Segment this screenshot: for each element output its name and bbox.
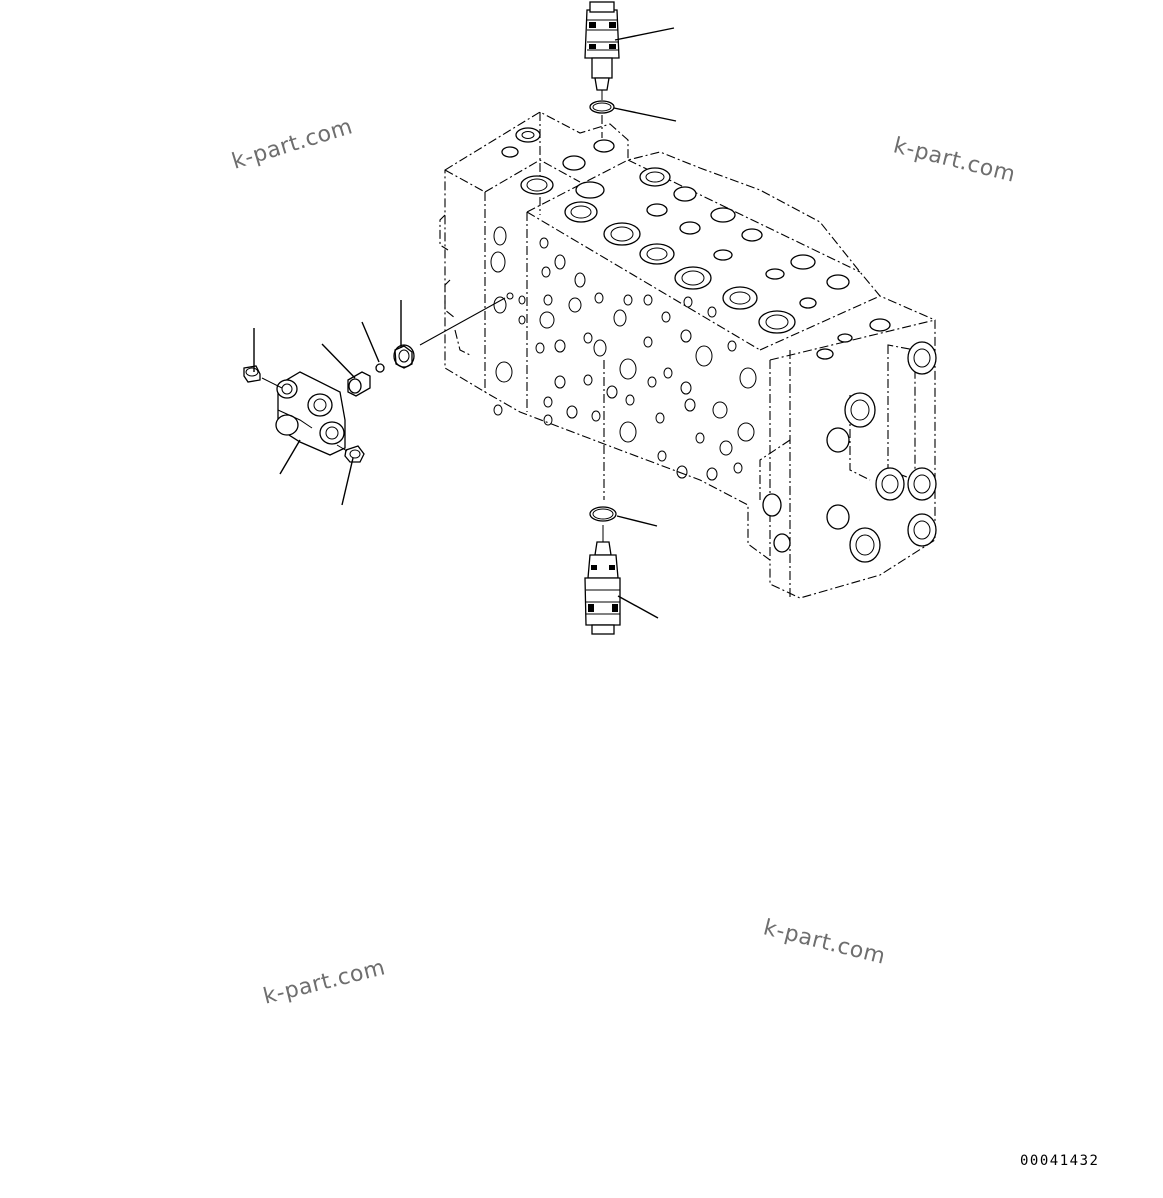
port-hole: [680, 329, 692, 343]
port-hole: [643, 336, 653, 348]
port-hole: [543, 396, 553, 408]
port-hole: [495, 361, 513, 383]
port-hole: [591, 410, 601, 422]
port-hole: [657, 450, 667, 462]
end-cap-bosses: [762, 341, 937, 563]
port-hole: [695, 345, 713, 367]
port-hole: [706, 467, 718, 481]
top-face-ports: [501, 127, 891, 360]
front-face-ports: [490, 226, 757, 481]
port-hole: [695, 432, 705, 444]
port-hole: [493, 404, 503, 416]
port-hole: [619, 358, 637, 380]
control-valve-body: [439, 111, 936, 600]
port-hole: [543, 414, 553, 426]
port-hole: [518, 295, 526, 305]
port-hole: [647, 376, 657, 388]
port-hole: [554, 375, 566, 389]
port-hole: [733, 462, 743, 474]
upper-relief-valve: [584, 1, 620, 138]
port-hole: [623, 294, 633, 306]
port-hole: [568, 297, 582, 313]
port-hole: [680, 381, 692, 395]
port-hole: [707, 306, 717, 318]
port-hole: [593, 339, 607, 357]
port-hole: [554, 254, 566, 270]
port-hole: [539, 237, 549, 249]
port-hole: [554, 339, 566, 353]
port-hole: [535, 342, 545, 354]
port-hole: [543, 294, 553, 306]
port-hole: [539, 311, 555, 329]
port-hole: [594, 292, 604, 304]
lower-relief-valve: [584, 360, 621, 635]
reference-number: 00041432: [1020, 1153, 1100, 1169]
port-hole: [541, 266, 551, 278]
port-hole: [583, 374, 593, 386]
port-hole: [583, 332, 593, 344]
port-hole: [493, 296, 507, 314]
port-hole: [683, 296, 693, 308]
port-hole: [566, 405, 578, 419]
port-hole: [643, 294, 653, 306]
port-hole: [727, 340, 737, 352]
leader-lines: [253, 27, 677, 619]
port-hole: [712, 401, 728, 419]
port-hole: [719, 440, 733, 456]
port-hole: [661, 311, 671, 323]
port-hole: [739, 367, 757, 389]
port-hole: [606, 385, 618, 399]
port-hole: [613, 309, 627, 327]
port-hole: [676, 465, 688, 479]
port-hole: [493, 226, 507, 246]
port-hole: [506, 292, 514, 300]
port-hole: [619, 421, 637, 443]
port-hole: [655, 412, 665, 424]
side-cover-assembly: [243, 297, 506, 463]
port-hole: [625, 394, 635, 406]
port-hole: [574, 272, 586, 288]
port-hole: [737, 422, 755, 442]
port-hole: [518, 315, 526, 325]
port-hole: [490, 251, 506, 273]
port-hole: [663, 367, 673, 379]
port-hole: [684, 398, 696, 412]
